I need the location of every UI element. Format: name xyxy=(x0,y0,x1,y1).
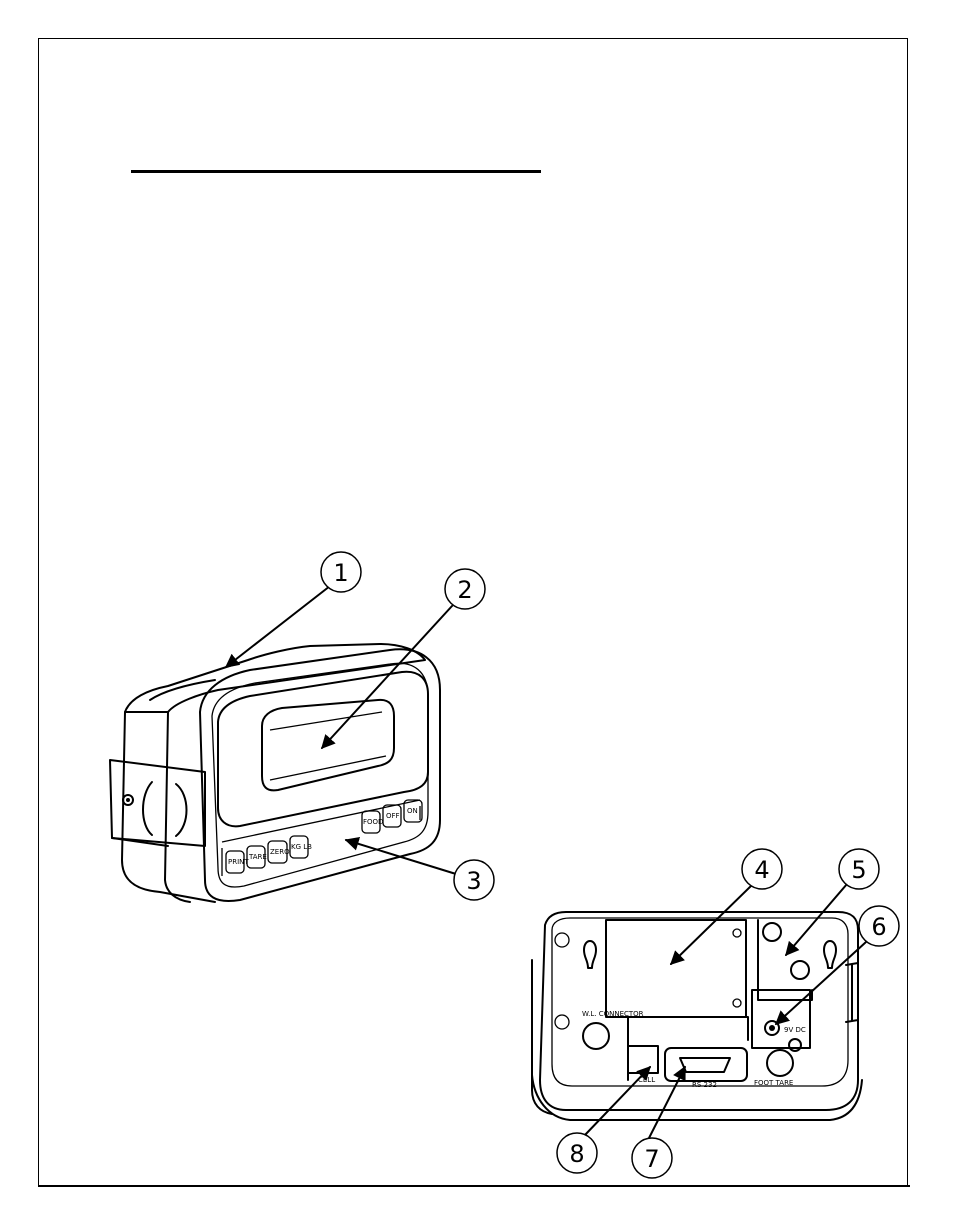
callout-bubbles: 1 2 3 4 5 6 7 8 xyxy=(321,552,899,1178)
zero-key-label: ZERO xyxy=(270,848,290,856)
tare-key-label: TARE xyxy=(248,853,267,861)
rs232-label: RS 232 xyxy=(692,1081,717,1089)
svg-text:7: 7 xyxy=(644,1145,659,1173)
svg-text:1: 1 xyxy=(333,559,348,587)
dc-input-label: 9V DC xyxy=(784,1026,806,1034)
front-view: PRINT TARE ZERO KG LB FOOD OFF ON xyxy=(110,644,440,902)
callout-3: 3 xyxy=(454,860,494,900)
svg-text:6: 6 xyxy=(871,913,886,941)
units-key-label: KG LB xyxy=(291,843,312,851)
callout-5: 5 xyxy=(839,849,879,889)
food-key-label: FOOD xyxy=(363,818,383,826)
svg-text:5: 5 xyxy=(851,856,866,884)
callout-8: 8 xyxy=(557,1133,597,1173)
wl-connector-label: W.L. CONNECTOR xyxy=(582,1010,644,1018)
svg-text:8: 8 xyxy=(569,1140,584,1168)
svg-text:4: 4 xyxy=(754,856,769,884)
callout-7: 7 xyxy=(632,1138,672,1178)
on-key-label: ON xyxy=(407,807,418,815)
foot-tare-label: FOOT TARE xyxy=(754,1079,793,1087)
callout-1: 1 xyxy=(321,552,361,592)
callout-6: 6 xyxy=(859,906,899,946)
off-key-label: OFF xyxy=(386,812,400,820)
print-key-label: PRINT xyxy=(228,858,249,866)
rear-view: W.L. CONNECTOR 9V DC CELL RS 232 FOOT TA… xyxy=(532,912,862,1120)
callout-4: 4 xyxy=(742,849,782,889)
svg-text:2: 2 xyxy=(457,576,472,604)
callout-2: 2 xyxy=(445,569,485,609)
svg-text:3: 3 xyxy=(466,867,481,895)
